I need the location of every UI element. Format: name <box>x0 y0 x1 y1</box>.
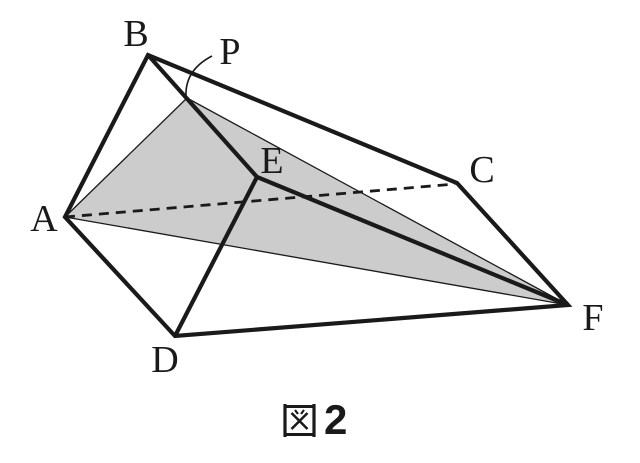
vertex-label-f: F <box>582 297 603 339</box>
vertex-label-b: B <box>123 13 148 55</box>
section-edge-p-f <box>186 97 569 306</box>
point-label-p: P <box>219 31 240 73</box>
kanji-zu-glyph <box>283 403 316 437</box>
vertex-label-e: E <box>260 140 283 182</box>
solid-outline-a-b-c-f-d <box>62 52 573 339</box>
edge-d-e <box>173 176 259 337</box>
vertex-label-c: C <box>469 149 494 191</box>
hidden-edge-a-c <box>64 182 456 219</box>
figure-caption-number: 2 <box>324 396 348 443</box>
section-edge-a-p <box>64 97 188 218</box>
p-leader-curve <box>185 55 213 97</box>
vertex-label-a: A <box>30 198 58 240</box>
vertex-label-d: D <box>151 339 178 381</box>
section-edge-a-f <box>64 216 569 306</box>
figure-caption: 2 <box>282 396 348 443</box>
